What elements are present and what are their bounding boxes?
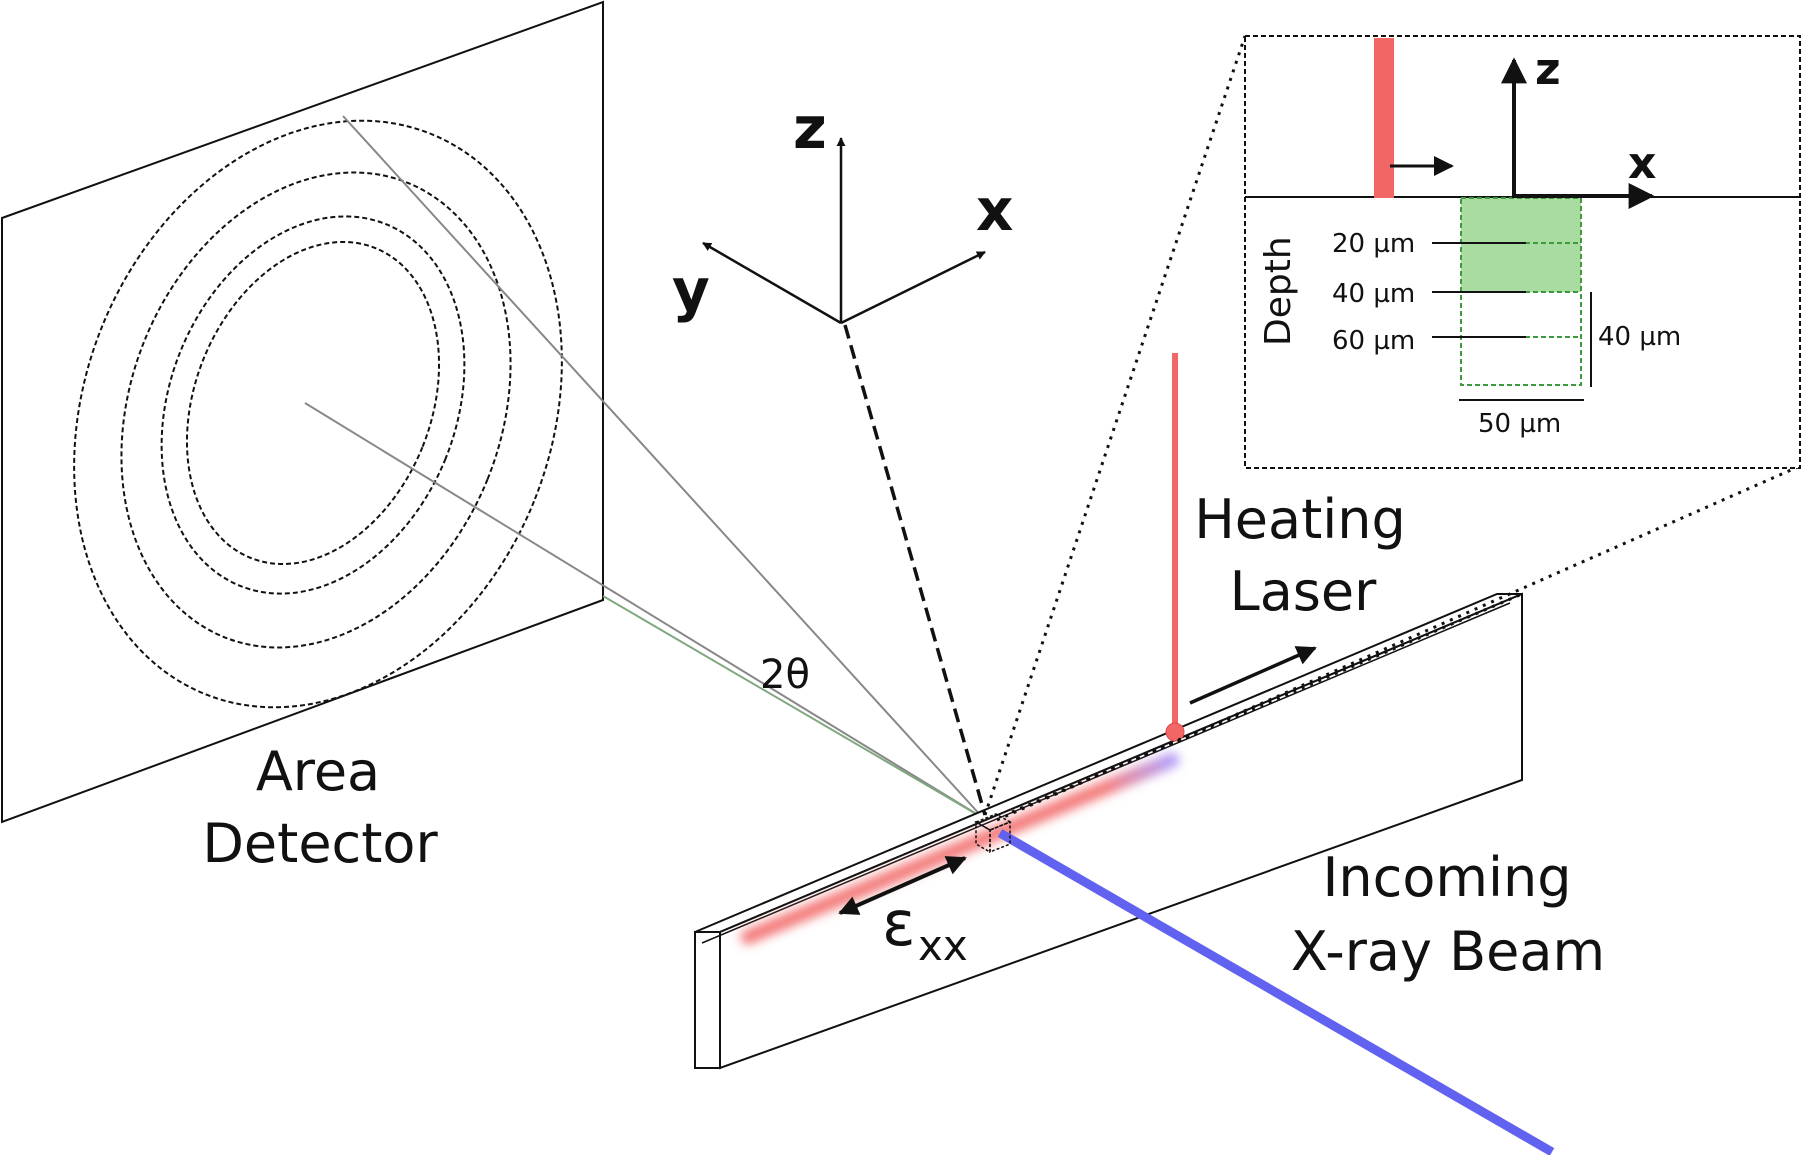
lab-y-axis xyxy=(702,241,842,325)
xray-label-line2: X-ray Beam xyxy=(1291,920,1605,983)
lab-y-label: y xyxy=(672,256,710,324)
sample-end-face xyxy=(694,931,721,1069)
laser-spot xyxy=(1165,722,1185,742)
detector-label-line2: Detector xyxy=(202,812,438,875)
laser-scan-arrow xyxy=(1189,646,1317,705)
strain-symbol: ε xyxy=(882,887,916,960)
depth-label-20: 20 µm xyxy=(1332,229,1415,259)
depth-label-60: 60 µm xyxy=(1332,326,1415,356)
inset-x-label: x xyxy=(1628,138,1656,189)
strain-subscript: xx xyxy=(918,921,968,970)
sample-bar xyxy=(694,592,1523,1070)
diffracted-beam-ring xyxy=(342,115,984,819)
xray-beam xyxy=(997,829,1555,1155)
voxel-side xyxy=(989,820,1011,854)
height-label: 40 µm xyxy=(1598,322,1681,352)
sample-front-face xyxy=(719,592,1523,1070)
inset-laser-beam xyxy=(1374,38,1394,198)
direct-beam-detector xyxy=(304,402,984,819)
inset-zoom-lines xyxy=(983,35,1801,822)
depth-title: Depth xyxy=(1258,236,1299,346)
width-label: 50 µm xyxy=(1478,409,1561,439)
lab-z-label: z xyxy=(793,94,827,162)
lab-axes xyxy=(702,137,986,325)
zoom-line-bottom xyxy=(996,464,1801,822)
diffraction-ring-2 xyxy=(160,215,466,595)
inset-z-label: z xyxy=(1535,44,1561,95)
diffraction-ring-3 xyxy=(120,171,512,649)
strain-arrow xyxy=(838,856,967,915)
origin-to-voxel-dashed xyxy=(843,324,987,816)
diffraction-ring-1 xyxy=(185,240,441,566)
depth-label-40: 40 µm xyxy=(1332,279,1415,309)
laser-label-line2: Laser xyxy=(1230,560,1378,623)
zoom-line-top xyxy=(983,35,1247,816)
lab-x-label: x xyxy=(976,176,1013,244)
laser-label-line1: Heating xyxy=(1194,488,1406,551)
inset: z x 20 µm 40 µm 60 µm 40 µm 50 µm Depth xyxy=(1244,35,1801,469)
lab-x-axis xyxy=(840,250,986,325)
zoom-line-bar xyxy=(1011,592,1523,814)
detector-panel xyxy=(0,0,604,824)
diffraction-ring-4 xyxy=(73,119,563,709)
diffraction-rings xyxy=(73,119,563,709)
heated-trail xyxy=(740,752,1180,945)
inset-probed-region xyxy=(1461,198,1581,292)
xray-label-line1: Incoming xyxy=(1323,846,1572,909)
two-theta-label: 2θ xyxy=(760,652,810,698)
detector-label-line1: Area xyxy=(256,740,380,803)
measurement-voxel xyxy=(974,813,1012,854)
voxel-front xyxy=(975,820,991,854)
direct-beam-detector-green xyxy=(602,595,984,819)
